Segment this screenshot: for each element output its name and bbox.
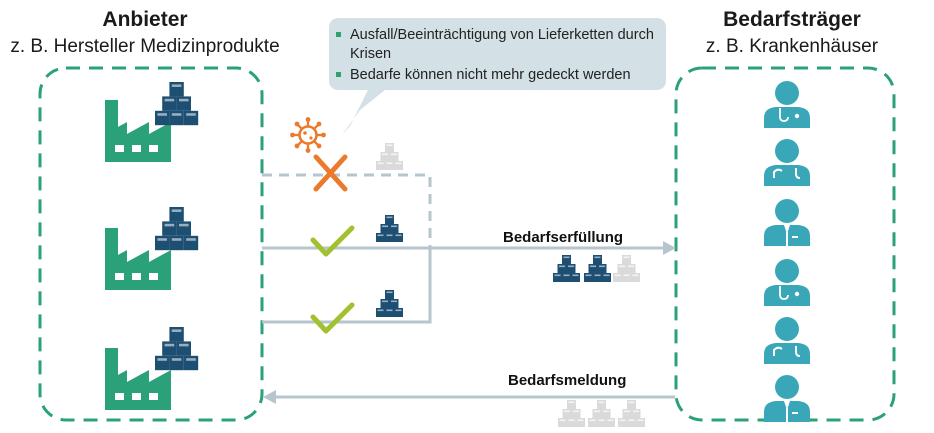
demand-subtitle: z. B. Krankenhäuser [705,36,879,57]
box-stack-icon [588,400,615,427]
disruption-callout: Ausfall/Beeinträchtigung von Lieferkette… [329,18,666,90]
provider-header: Anbieter z. B. Hersteller Medizinprodukt… [0,8,290,59]
virus-icon [290,117,326,153]
fulfilment-arrowhead [663,241,676,255]
healthcare-person-icon [764,81,810,128]
report-arrowhead [263,390,276,404]
box-stack-icon [558,400,585,427]
provider-title: Anbieter [102,8,188,31]
box-stack-icon [584,255,611,282]
box-stack-icon [155,82,198,125]
box-stack-icon [376,143,403,170]
demand-title: Bedarfsträger [723,8,861,31]
fulfilment-label: Bedarfserfüllung [503,229,624,246]
box-stack-icon [376,290,403,317]
callout-item: Bedarfe können nicht mehr gedeckt werden [335,66,660,85]
box-stack-icon [613,255,640,282]
callout-pointer [342,90,385,135]
box-stack-icon [155,207,198,250]
box-stack-icon [376,215,403,242]
healthcare-person-icon [764,317,810,364]
healthcare-person-icon [764,259,810,306]
demand-header: Bedarfsträger z. B. Krankenhäuser [650,8,934,59]
provider-subtitle: z. B. Hersteller Medizinprodukte [10,36,280,57]
cross-icon [313,154,348,192]
factory-icon [105,100,171,162]
healthcare-person-icon [764,139,810,186]
checkmark-icon [310,302,355,334]
healthcare-person-icon [764,375,810,422]
box-stack-icon [155,327,198,370]
healthcare-person-icon [764,199,810,246]
box-stack-icon [553,255,580,282]
provider-container [38,66,264,422]
checkmark-icon [310,225,355,257]
box-stack-icon [618,400,645,427]
report-label: Bedarfsmeldung [508,372,627,389]
callout-item: Ausfall/Beeinträchtigung von Lieferkette… [335,26,660,64]
disrupted-flow-line [262,173,432,248]
